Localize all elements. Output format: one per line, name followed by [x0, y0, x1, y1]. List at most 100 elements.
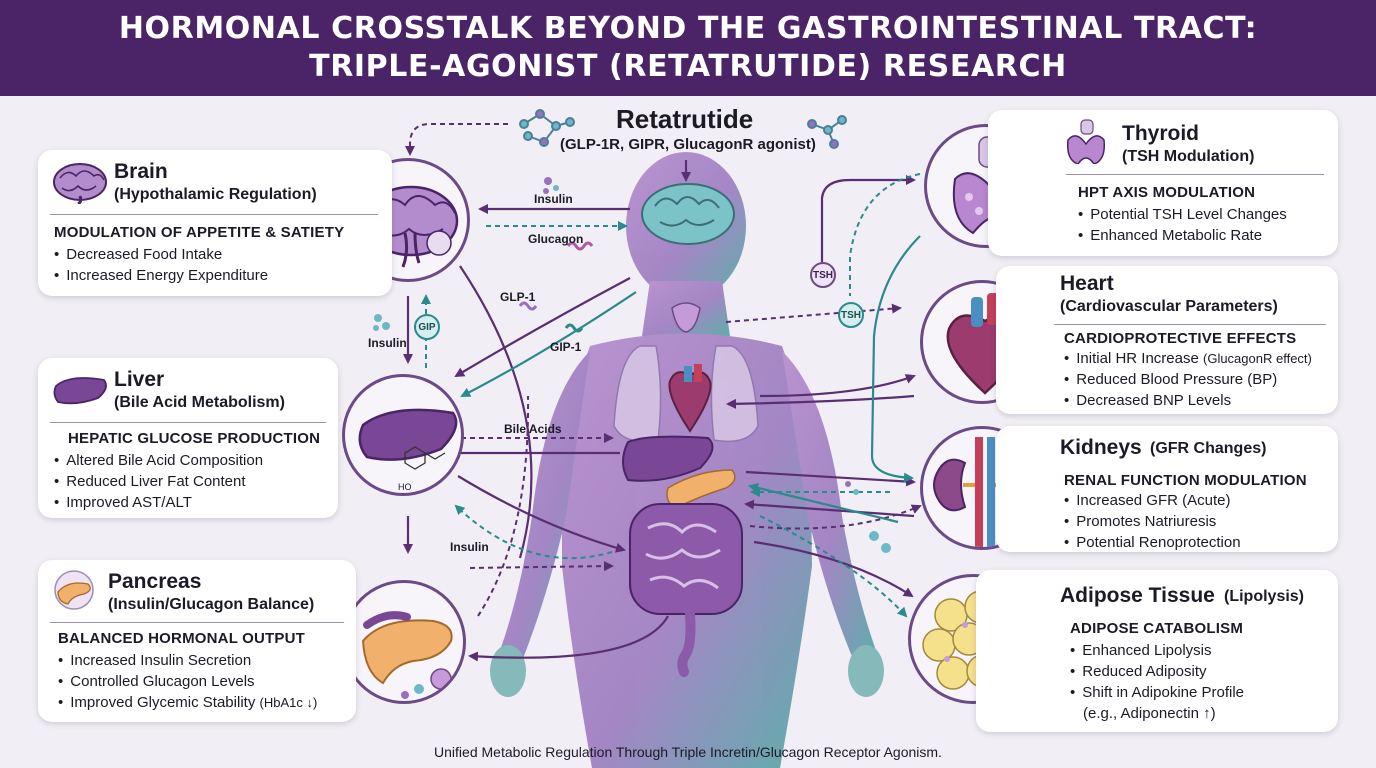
body-intestines-icon: [629, 503, 743, 677]
adipose-list: Enhanced Lipolysis Reduced Adiposity Shi…: [1070, 640, 1244, 724]
retatrutide-subtitle: (GLP-1R, GIPR, GlucagonR agonist): [560, 136, 816, 153]
kidneys-heading: RENAL FUNCTION MODULATION: [1064, 472, 1307, 489]
kidneys-subtitle: (GFR Changes): [1150, 440, 1267, 457]
adipose-name: Adipose Tissue: [1060, 584, 1215, 607]
kidneys-item-3: Potential Renoprotection: [1064, 532, 1240, 553]
adipose-card: Adipose Tissue (Lipolysis) ADIPOSE CATAB…: [976, 570, 1338, 732]
arrow-teal-dashed-tsh: [849, 173, 921, 296]
brain-item-2: Increased Energy Expenditure: [54, 265, 268, 286]
kidneys-name: Kidneys: [1060, 436, 1142, 459]
label-gip1: GIP-1: [550, 340, 582, 354]
heart-item-1: Initial HR Increase (GlucagonR effect): [1064, 348, 1312, 369]
molecule-right-icon: [807, 115, 847, 149]
pancreas-item-3-main: Improved Glycemic Stability: [70, 694, 256, 711]
arrow-dashed-curve: [477, 395, 530, 617]
pancreas-subtitle: (Insulin/Glucagon Balance): [108, 596, 315, 613]
heart-card: Heart (Cardiovascular Parameters) CARDIO…: [996, 266, 1338, 414]
adipose-item-3: Shift in Adipokine Profile: [1070, 682, 1244, 703]
arrow-dashed-title-to-brain: [405, 123, 508, 156]
pancreas-item-3-note: (HbA1c ↓): [259, 695, 318, 710]
arrow-teal-to-kidney: [870, 235, 921, 483]
adipose-item-4: (e.g., Adiponectin ↑): [1083, 705, 1216, 722]
label-insulin-left: Insulin: [368, 336, 407, 350]
badge-gip: GIP: [414, 314, 440, 340]
badge-tsh-a: TSH: [810, 262, 836, 288]
hormone-dots-left-insulin: [373, 314, 390, 331]
pancreas-item-3: Improved Glycemic Stability (HbA1c ↓): [58, 692, 317, 713]
label-bile-acids: Bile Acids: [504, 422, 562, 436]
purple-arrows: [403, 160, 916, 662]
adipose-item-2: Reduced Adiposity: [1070, 661, 1244, 682]
molecule-left-icon: [519, 109, 575, 147]
brain-list: Decreased Food Intake Increased Energy E…: [54, 244, 268, 286]
arrow-teal-to-body: [748, 483, 899, 524]
liver-subtitle: (Bile Acid Metabolism): [114, 394, 285, 411]
arrow-liver-to-gut: [457, 475, 626, 553]
liver-item-3: Improved AST/ALT: [54, 492, 263, 513]
arrow-to-thyroid: [820, 175, 916, 262]
liver-list: Altered Bile Acid Composition Reduced Li…: [54, 450, 263, 513]
body-and-arrows: [373, 109, 922, 768]
heart-heading: CARDIOPROTECTIVE EFFECTS: [1064, 330, 1297, 347]
body-heart-icon: [668, 364, 712, 433]
hormone-dots-right: [845, 481, 891, 553]
title-banner: HORMONAL CROSSTALK BEYOND THE GASTROINTE…: [0, 0, 1376, 96]
hormone-squiggle-glucagon: [566, 241, 594, 251]
liver-card: Liver (Bile Acid Metabolism) HEPATIC GLU…: [38, 358, 338, 518]
liver-name: Liver: [114, 368, 165, 391]
pancreas-item-1: Increased Insulin Secretion: [58, 650, 317, 671]
neck-thyroid-icon: [671, 302, 701, 333]
pancreas-card: Pancreas (Insulin/Glucagon Balance) BALA…: [38, 560, 356, 722]
arrow-dashed-to-thyroid: [725, 303, 902, 323]
brain-subtitle: (Hypothalamic Regulation): [114, 186, 317, 203]
liver-item-1: Altered Bile Acid Composition: [54, 450, 263, 471]
brain-icon: [53, 163, 107, 204]
brain-heading: MODULATION OF APPETITE & SATIETY: [54, 224, 345, 241]
arrow-body-to-kidney: [745, 470, 916, 487]
pancreas-list: Increased Insulin Secretion Controlled G…: [58, 650, 317, 713]
thyroid-item-2: Enhanced Metabolic Rate: [1078, 225, 1287, 246]
thyroid-list: Potential TSH Level Changes Enhanced Met…: [1078, 204, 1287, 246]
badge-tsh-b: TSH: [838, 302, 864, 328]
footer-caption: Unified Metabolic Regulation Through Tri…: [434, 744, 942, 760]
thyroid-subtitle: (TSH Modulation): [1122, 148, 1255, 165]
liver-rule: [50, 422, 326, 423]
thyroid-icon: [1066, 119, 1106, 164]
adipose-heading: ADIPOSE CATABOLISM: [1070, 620, 1244, 637]
title-line-1: HORMONAL CROSSTALK BEYOND THE GASTROINTE…: [118, 11, 1258, 46]
liver-circle: [342, 374, 464, 496]
body-liver-icon: [622, 435, 714, 482]
retatrutide-title: Retatrutide: [616, 104, 754, 134]
heart-item-1-main: Initial HR Increase: [1076, 350, 1199, 367]
arrow-dashed-adipose: [749, 504, 922, 530]
thyroid-rule: [1066, 174, 1324, 175]
brain-rule: [50, 214, 378, 215]
pancreas-rule: [50, 622, 344, 623]
kidneys-list: Increased GFR (Acute) Promotes Natriures…: [1064, 490, 1241, 553]
arrow-gut-to-pancreas: [468, 615, 669, 662]
thyroid-heading: HPT AXIS MODULATION: [1078, 184, 1256, 201]
arrow-teal-dashed-insulin: [454, 504, 613, 560]
arrow-kidney-to-body: [744, 499, 915, 518]
heart-name: Heart: [1060, 272, 1114, 295]
heart-subtitle: (Cardiovascular Parameters): [1060, 298, 1278, 315]
adipose-item-1: Enhanced Lipolysis: [1070, 640, 1244, 661]
diagram-stage: Retatrutide (GLP-1R, GIPR, GlucagonR ago…: [0, 96, 1376, 768]
arrow-teal-glp1: [460, 291, 637, 397]
kidneys-item-1: Increased GFR (Acute): [1064, 490, 1241, 511]
brain-card: Brain (Hypothalamic Regulation) MODULATI…: [38, 150, 392, 296]
liver-icon: [53, 377, 107, 405]
arrow-heart-to-body: [726, 394, 915, 409]
hormone-dots-insulin: [543, 177, 559, 194]
liver-heading: HEPATIC GLUCOSE PRODUCTION: [68, 430, 321, 447]
heart-item-2: Reduced Blood Pressure (BP): [1064, 369, 1312, 390]
heart-item-1-note: (GlucagonR effect): [1203, 351, 1312, 366]
label-ho: HO: [398, 482, 412, 492]
heart-rule: [1054, 324, 1326, 325]
hormone-squiggle-gip1: [564, 323, 584, 333]
pancreas-item-2: Controlled Glucagon Levels: [58, 671, 317, 692]
label-insulin-top: Insulin: [534, 192, 573, 206]
label-insulin-bottom: Insulin: [450, 540, 489, 554]
purple-dashed-arrows: [405, 123, 922, 617]
pancreas-heading: BALANCED HORMONAL OUTPUT: [58, 630, 306, 647]
